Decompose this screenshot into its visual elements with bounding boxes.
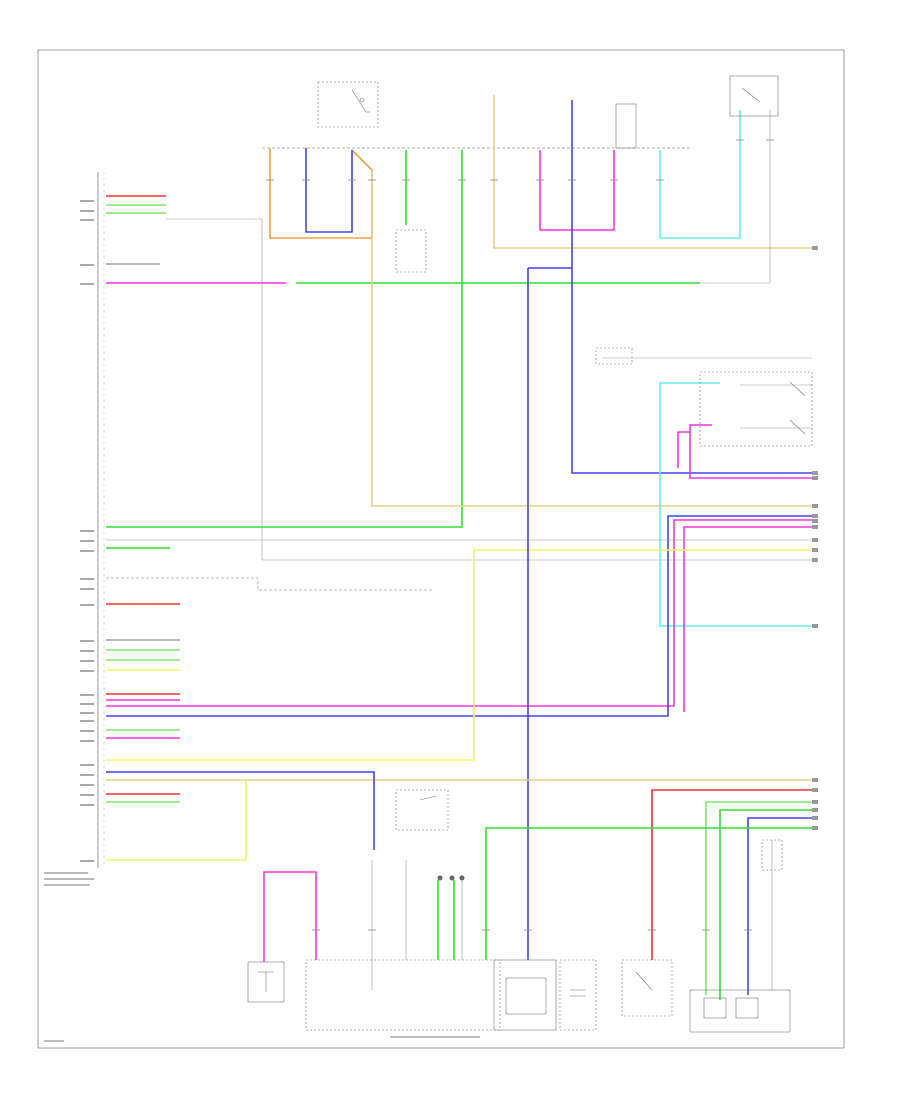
connector-pin-marks	[80, 200, 94, 862]
wire-blue-loop	[305, 148, 353, 233]
control-module-connector	[97, 172, 105, 868]
wire-gray-upper	[166, 218, 812, 561]
wire-pink-long-2	[683, 526, 812, 712]
wires-top-left	[106, 195, 286, 284]
wire-pink-relay-2	[677, 431, 690, 468]
wire-magenta-top	[539, 150, 615, 231]
wire-blue-long	[106, 515, 812, 717]
wire-green-right-lower-2	[719, 809, 812, 1000]
wire-green-left-long	[106, 150, 463, 528]
wire-gray-top-right	[700, 110, 771, 284]
wire-yellow-long	[106, 549, 812, 761]
wires-left-mid	[106, 547, 180, 803]
wire-red-right-lower	[651, 789, 812, 960]
wire-green-right-lower	[705, 801, 812, 995]
lower-components	[247, 789, 791, 1033]
wire-blue-right-lower	[747, 817, 812, 995]
connector-marks	[266, 139, 774, 931]
wire-gray-dashed	[106, 577, 432, 591]
wire-tan-vertical	[371, 170, 812, 507]
wires-lower-drops	[371, 840, 773, 990]
wire-blue-lower	[106, 771, 375, 850]
right-terminals	[812, 246, 818, 830]
wire-green-right-lower-3	[485, 827, 812, 960]
wire-blue-vertical	[571, 100, 812, 474]
wire-tan-right	[493, 95, 812, 249]
module-label-marks	[44, 872, 480, 1042]
wire-cyan-top	[659, 110, 741, 239]
wire-cyan-right	[659, 382, 812, 627]
wire-yellow-lower	[106, 780, 247, 861]
wire-pink-relay	[689, 424, 812, 479]
diagram-frame	[37, 49, 845, 1049]
wire-pink-long	[106, 519, 812, 707]
wire-pink-brake	[263, 871, 317, 962]
top-components	[317, 75, 813, 447]
wire-orange-loop	[269, 148, 373, 239]
